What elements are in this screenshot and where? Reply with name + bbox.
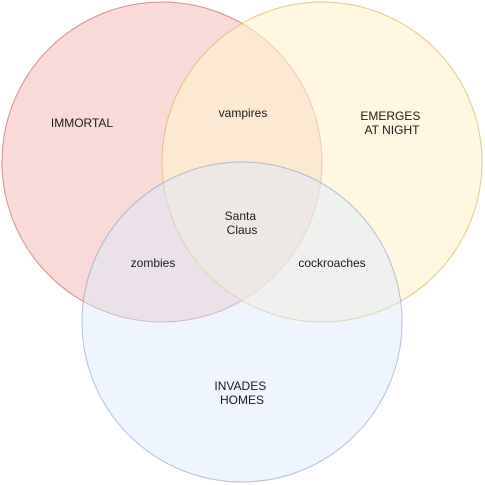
set-label-immortal-line: IMMORTAL	[51, 116, 114, 130]
set-circle-invades-homes[interactable]	[81, 161, 403, 483]
set-label-emerges-line-2: AT NIGHT	[365, 123, 421, 137]
set-circle-emerges-at-night[interactable]	[161, 1, 483, 323]
intersection-label-vampires: vampires	[219, 106, 268, 120]
set-label-immortal: IMMORTAL	[51, 116, 114, 130]
intersection-santa-line-1: Santa	[225, 209, 257, 223]
intersection-label-santa-claus: Santa Claus	[225, 209, 260, 237]
intersection-santa-line-2: Claus	[227, 223, 258, 237]
intersection-label-cockroaches: cockroaches	[298, 256, 365, 270]
set-label-invades-line-2: HOMES	[220, 393, 264, 407]
set-label-invades-line-1: INVADES	[214, 379, 266, 393]
set-label-emerges-line-1: EMERGES	[360, 109, 420, 123]
set-label-invades-homes: INVADES HOMES	[214, 379, 269, 407]
intersection-vampires-line: vampires	[219, 106, 268, 120]
set-label-emerges-at-night: EMERGES AT NIGHT	[360, 109, 423, 137]
intersection-zombies-line: zombies	[131, 256, 176, 270]
intersection-label-zombies: zombies	[131, 256, 176, 270]
intersection-cockroaches-line: cockroaches	[298, 256, 365, 270]
